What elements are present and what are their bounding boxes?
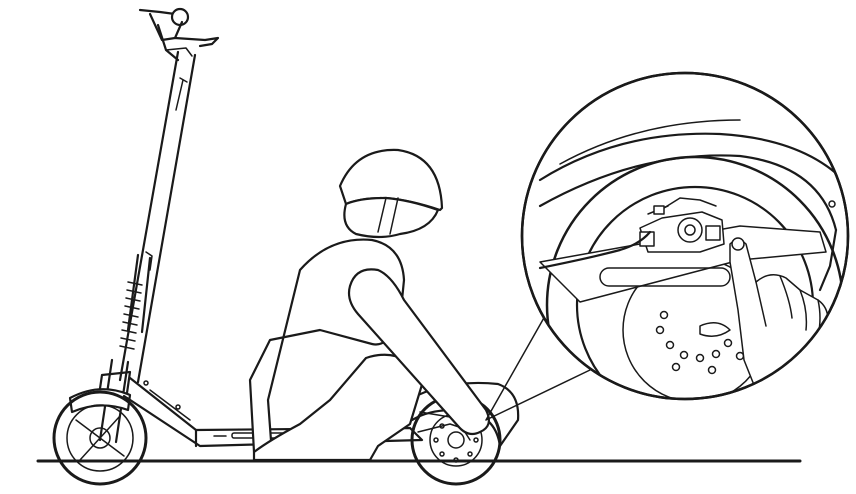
brake-cable [538, 230, 652, 270]
front-wheel [52, 390, 148, 486]
callout-leader-lines [485, 315, 591, 421]
barrel-adjuster [731, 237, 745, 251]
steering-stem [118, 50, 197, 384]
suspension-spring [119, 281, 143, 350]
detail-swing-arm [539, 225, 827, 303]
head [343, 196, 440, 239]
swing-arm-slot [599, 267, 731, 287]
handlebar [138, 7, 220, 62]
legs [252, 353, 426, 462]
brake-caliper [639, 197, 725, 253]
person [248, 148, 491, 462]
front-fork [68, 358, 132, 444]
zoom-callout [485, 71, 850, 421]
arm [347, 268, 491, 436]
